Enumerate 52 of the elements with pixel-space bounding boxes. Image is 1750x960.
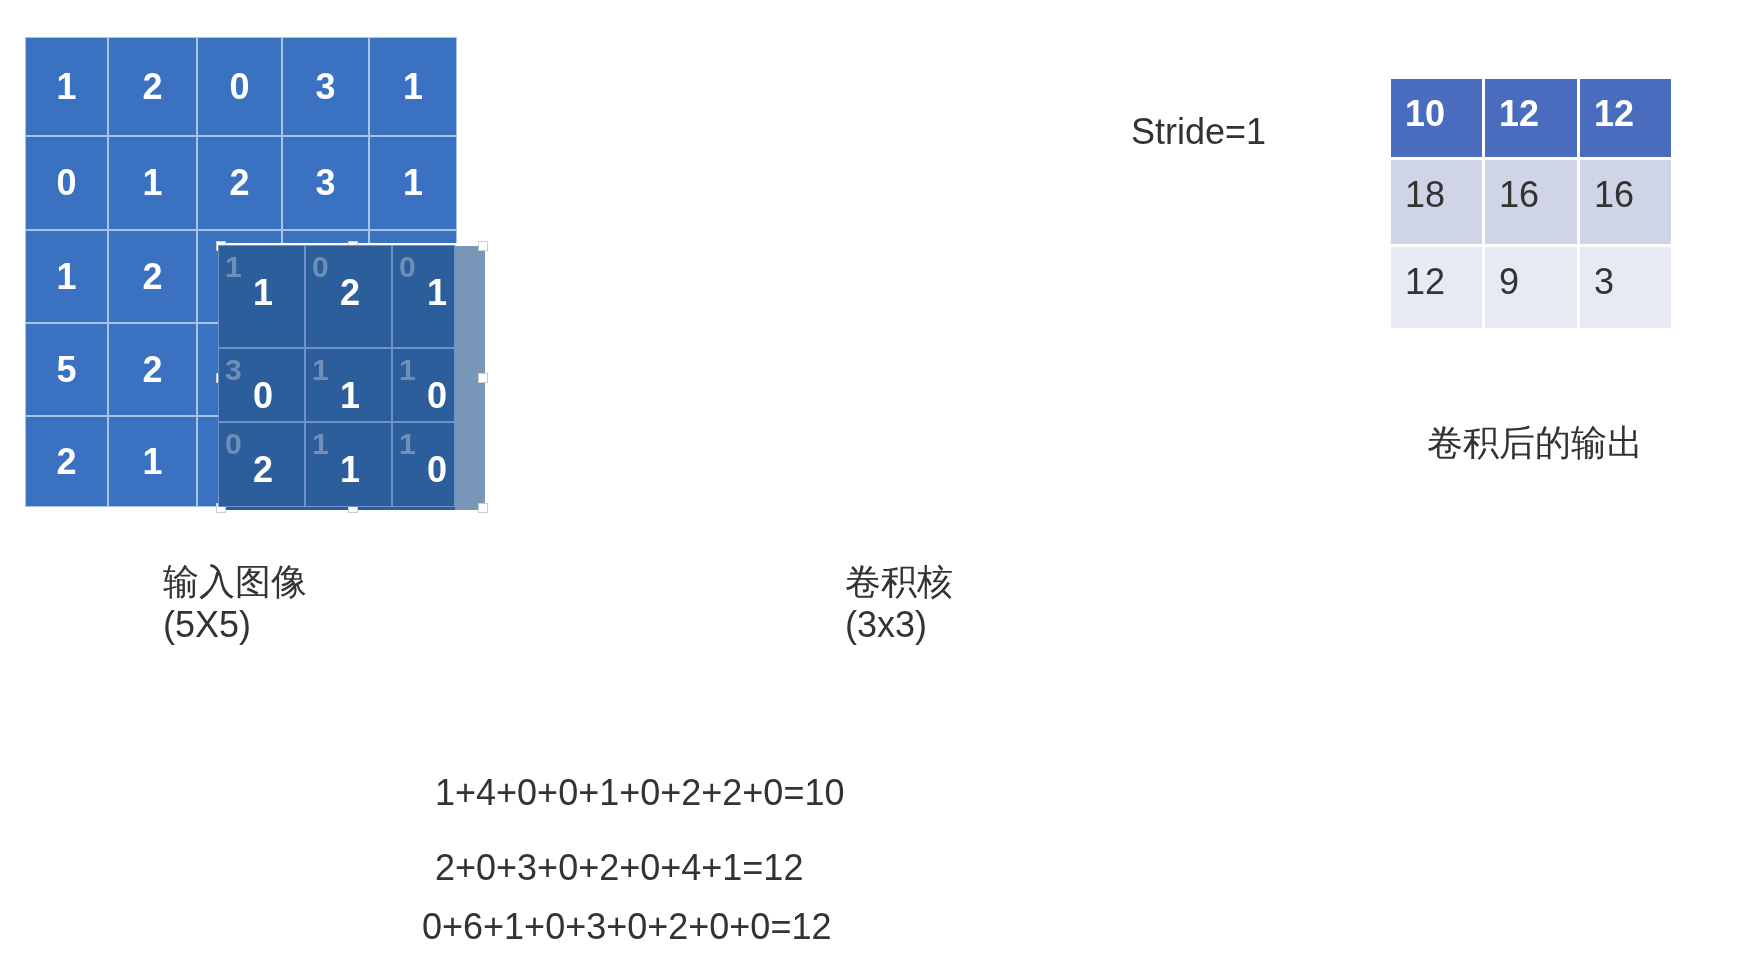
- underlying-value: 0: [225, 427, 242, 461]
- sum-formula: 0+6+1+0+3+0+2+0+0=12: [422, 906, 832, 948]
- underlying-value: 1: [399, 353, 416, 387]
- kernel-weight: 1: [340, 375, 361, 417]
- matrix-cell: 1: [108, 416, 197, 507]
- output-cell: 16: [1580, 160, 1671, 244]
- kernel-weight: 1: [427, 272, 448, 314]
- underlying-value: 1: [225, 250, 242, 284]
- sum-formula: 2+0+3+0+2+0+4+1=12: [435, 847, 804, 889]
- output-cell: 3: [1580, 247, 1671, 328]
- matrix-cell: 2: [108, 37, 197, 136]
- output-cell: 12: [1485, 79, 1577, 157]
- input-caption: 输入图像: [163, 559, 307, 604]
- matrix-cell: 0: [25, 136, 108, 230]
- kernel-weight: 0: [427, 375, 448, 417]
- stride-label: Stride=1: [1131, 111, 1267, 153]
- matrix-cell: 3: [282, 136, 369, 230]
- underlying-value: 1: [312, 353, 329, 387]
- kernel-weight: 1: [253, 272, 274, 314]
- kernel-caption: 卷积核: [845, 559, 953, 604]
- matrix-cell: 5: [25, 323, 108, 416]
- matrix-cell: 2: [108, 323, 197, 416]
- matrix-cell: 1: [108, 136, 197, 230]
- output-cell: 12: [1580, 79, 1671, 157]
- matrix-cell: 2: [108, 230, 197, 323]
- kernel-weight: 2: [340, 272, 361, 314]
- underlying-value: 1: [312, 427, 329, 461]
- output-cell: 12: [1391, 247, 1482, 328]
- output-caption: 卷积后的输出: [1427, 420, 1643, 465]
- underlying-value: 3: [225, 353, 242, 387]
- matrix-cell: 2: [197, 136, 282, 230]
- matrix-cell: 1: [369, 136, 457, 230]
- output-cell: 9: [1485, 247, 1577, 328]
- output-cell: 16: [1485, 160, 1577, 244]
- kernel-weight: 0: [427, 449, 448, 491]
- matrix-cell: 0: [197, 37, 282, 136]
- kernel-weight: 1: [340, 449, 361, 491]
- underlying-value: 1: [399, 427, 416, 461]
- output-cell: 10: [1391, 79, 1482, 157]
- matrix-cell: 1: [25, 230, 108, 323]
- matrix-cell: 1: [369, 37, 457, 136]
- kernel-weight: 0: [253, 375, 274, 417]
- matrix-cell: 1: [25, 37, 108, 136]
- matrix-cell: 3: [282, 37, 369, 136]
- matrix-cell: 2: [25, 416, 108, 507]
- kernel-size: (3x3): [845, 604, 928, 646]
- output-cell: 18: [1391, 160, 1482, 244]
- kernel-weight: 2: [253, 449, 274, 491]
- input-size: (5X5): [163, 604, 252, 646]
- underlying-value: 0: [312, 250, 329, 284]
- sum-formula: 1+4+0+0+1+0+2+2+0=10: [435, 772, 845, 814]
- underlying-value: 0: [399, 250, 416, 284]
